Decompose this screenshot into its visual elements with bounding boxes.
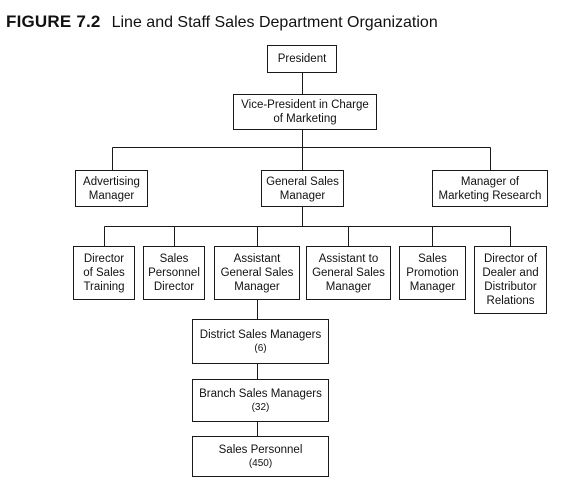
director-dealer-distributor-relations-label: Director of Dealer and Distributor Relat… (482, 253, 539, 307)
sales-personnel-director-label: Sales Personnel Director (148, 253, 200, 293)
sales-personnel-count: (450) (248, 458, 273, 469)
marketing-research-manager-label: Manager of Marketing Research (438, 175, 542, 202)
president-box: President (267, 45, 337, 73)
general-sales-manager-label: General Sales Manager (266, 175, 339, 202)
figure-title: FIGURE 7.2 Line and Staff Sales Departmen… (6, 11, 438, 34)
assistant-general-sales-manager-box: Assistant General Sales Manager (214, 246, 300, 300)
vp-marketing-label: Vice-President in Charge of Marketing (241, 99, 369, 125)
district-sales-managers-label: District Sales Managers (199, 329, 322, 341)
advertising-manager-box: Advertising Manager (75, 170, 148, 207)
sales-personnel-box: Sales Personnel (450) (192, 436, 329, 477)
district-sales-managers-count: (6) (254, 343, 267, 354)
marketing-research-manager-box: Manager of Marketing Research (432, 170, 548, 207)
branch-sales-managers-label: Branch Sales Managers (199, 388, 322, 400)
branch-sales-managers-box: Branch Sales Managers (32) (192, 379, 329, 422)
assistant-to-general-sales-manager-label: Assistant to General Sales Manager (312, 253, 385, 293)
figure-caption: Line and Staff Sales Department Organiza… (111, 14, 438, 31)
general-sales-manager-box: General Sales Manager (261, 170, 344, 207)
advertising-manager-label: Advertising Manager (83, 175, 140, 202)
district-sales-managers-box: District Sales Managers (6) (192, 319, 329, 364)
assistant-general-sales-manager-label: Assistant General Sales Manager (220, 253, 294, 293)
director-dealer-distributor-relations-box: Director of Dealer and Distributor Relat… (474, 246, 547, 314)
branch-sales-managers-count: (32) (251, 402, 270, 413)
sales-promotion-manager-box: Sales Promotion Manager (399, 246, 466, 300)
figure-label: FIGURE 7.2 (6, 12, 101, 31)
vp-marketing-box: Vice-President in Charge of Marketing (233, 94, 377, 130)
director-sales-training-box: Director of Sales Training (73, 246, 135, 300)
sales-personnel-director-box: Sales Personnel Director (143, 246, 205, 300)
director-sales-training-label: Director of Sales Training (83, 253, 125, 293)
sales-promotion-manager-label: Sales Promotion Manager (406, 253, 459, 293)
sales-personnel-label: Sales Personnel (218, 444, 303, 456)
president-label: President (277, 53, 327, 65)
assistant-to-general-sales-manager-box: Assistant to General Sales Manager (306, 246, 391, 300)
